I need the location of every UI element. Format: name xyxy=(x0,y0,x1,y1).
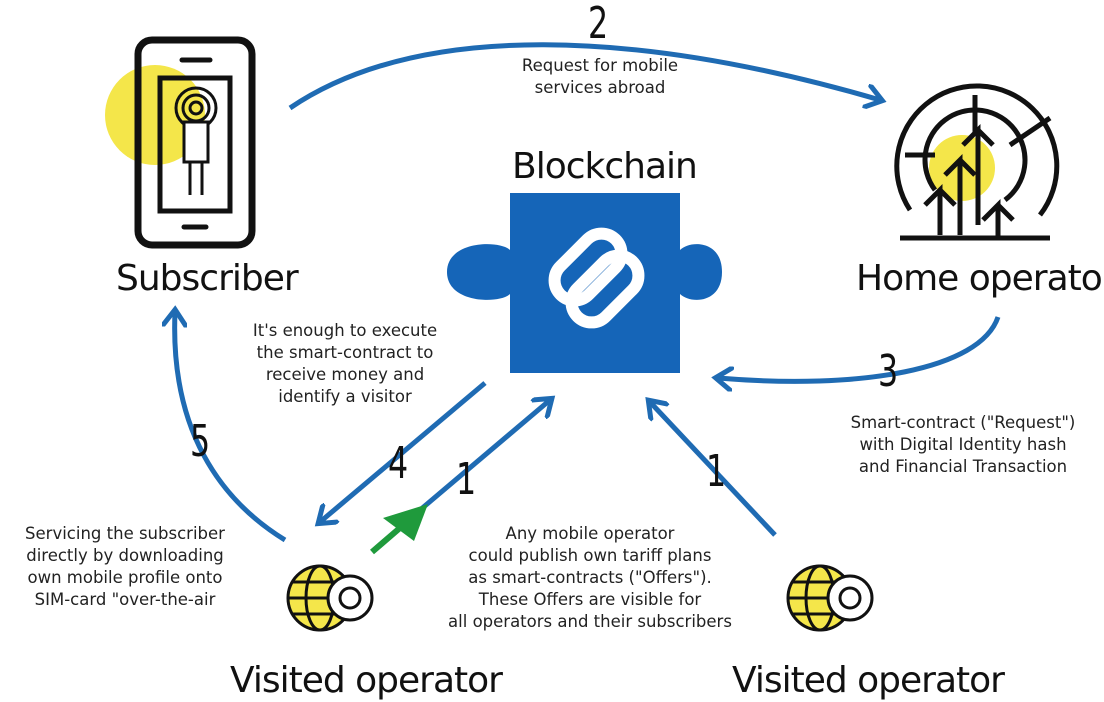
chain-link-icon xyxy=(548,227,645,329)
step-number-3: 3 xyxy=(878,346,899,397)
step-number-4: 4 xyxy=(388,438,409,489)
step-number-2: 2 xyxy=(588,0,609,49)
step-number-1-right: 1 xyxy=(706,446,727,497)
subscriber-label: Subscriber xyxy=(116,258,299,299)
arrow-step-3 xyxy=(718,316,1001,381)
arrow-step-5 xyxy=(175,312,287,543)
smartphone-icon xyxy=(105,36,256,249)
step-number-5: 5 xyxy=(190,416,211,467)
step-3-text: Smart-contract ("Request")with Digital I… xyxy=(850,413,1076,476)
green-arrow xyxy=(370,504,428,555)
arrow-step-2 xyxy=(288,42,880,108)
arrow-step-1-right xyxy=(650,402,777,537)
visited-operator-right-label: Visited operator xyxy=(732,660,1005,701)
home-operator-label: Home operator xyxy=(856,258,1104,299)
visited-operator-left-label: Visited operator xyxy=(230,660,503,701)
globe-gear-icon xyxy=(286,564,374,632)
arrow-step-1-left xyxy=(418,400,550,512)
arrow-step-4 xyxy=(320,381,487,522)
blockchain-title: Blockchain xyxy=(512,146,698,187)
globe-gear-icon xyxy=(786,564,874,632)
radar-icon xyxy=(894,83,1060,241)
step-number-1-left: 1 xyxy=(456,454,477,505)
